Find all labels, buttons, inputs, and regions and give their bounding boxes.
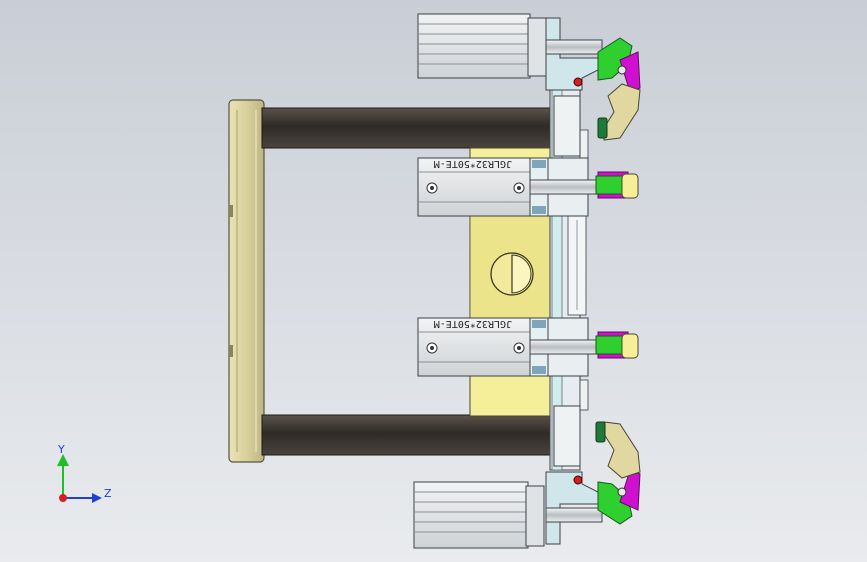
frame-plate[interactable] [228, 99, 265, 463]
clamp-pad-bottom [603, 421, 641, 479]
cylinder-lower[interactable]: JGLR32*50TE-M [417, 317, 639, 377]
guide-rod-bottom[interactable] [261, 414, 553, 456]
cylinder-upper-label: JGLR32*50TE-M [434, 158, 512, 169]
clamp-top[interactable] [417, 13, 641, 157]
guide-rod-top[interactable] [261, 107, 553, 149]
piston-rod-bottom [545, 507, 603, 523]
cylinder-upper[interactable]: JGLR32*50TE-M [417, 157, 639, 217]
orientation-triad: Y Z [57, 443, 112, 503]
clamp-bottom[interactable] [413, 405, 641, 549]
clamp-cylinder-bottom [413, 481, 545, 549]
clamp-pad-top [603, 83, 641, 141]
triad-z-label: Z [104, 487, 112, 500]
piston-rod-top [545, 39, 603, 55]
clamp-cylinder-top [417, 13, 547, 79]
cylinder-lower-label: JGLR32*50TE-M [434, 318, 512, 329]
triad-y-label: Y [57, 443, 65, 456]
